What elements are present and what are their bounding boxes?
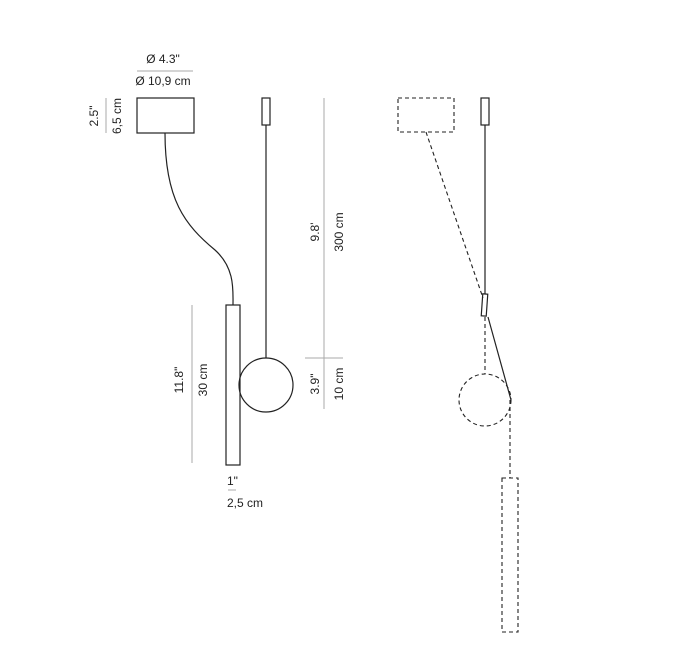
canopy-height-metric: 6,5 cm xyxy=(110,98,124,134)
ceiling-anchor-right xyxy=(480,97,490,126)
sphere-alt-position xyxy=(458,373,512,427)
canopy-height-imperial: 2.5" xyxy=(87,106,101,127)
sphere-diameter-imperial: 3.9" xyxy=(308,374,322,395)
adjuster xyxy=(480,293,489,317)
cable-alt-path xyxy=(425,131,484,299)
tube-diameter-metric: 2,5 cm xyxy=(227,496,263,510)
cable-length-imperial: 9.8' xyxy=(308,223,322,242)
tube-length-metric: 30 cm xyxy=(196,364,210,397)
tube-lamp xyxy=(225,304,241,466)
canopy-alt-position xyxy=(397,97,455,133)
canopy-diameter-imperial: Ø 4.3" xyxy=(146,52,180,66)
sphere-diameter-metric: 10 cm xyxy=(332,368,346,401)
cable-tilted xyxy=(487,316,512,401)
cable-length-metric: 300 cm xyxy=(332,212,346,251)
canopy xyxy=(136,97,195,134)
tube-diameter-imperial: 1" xyxy=(227,474,238,488)
canopy-diameter-metric: Ø 10,9 cm xyxy=(135,74,190,88)
sphere-lamp xyxy=(238,357,294,413)
power-cable xyxy=(164,132,234,306)
tube-alt-position xyxy=(501,477,519,633)
tube-length-imperial: 11.8" xyxy=(172,367,186,394)
ceiling-anchor xyxy=(261,97,271,126)
